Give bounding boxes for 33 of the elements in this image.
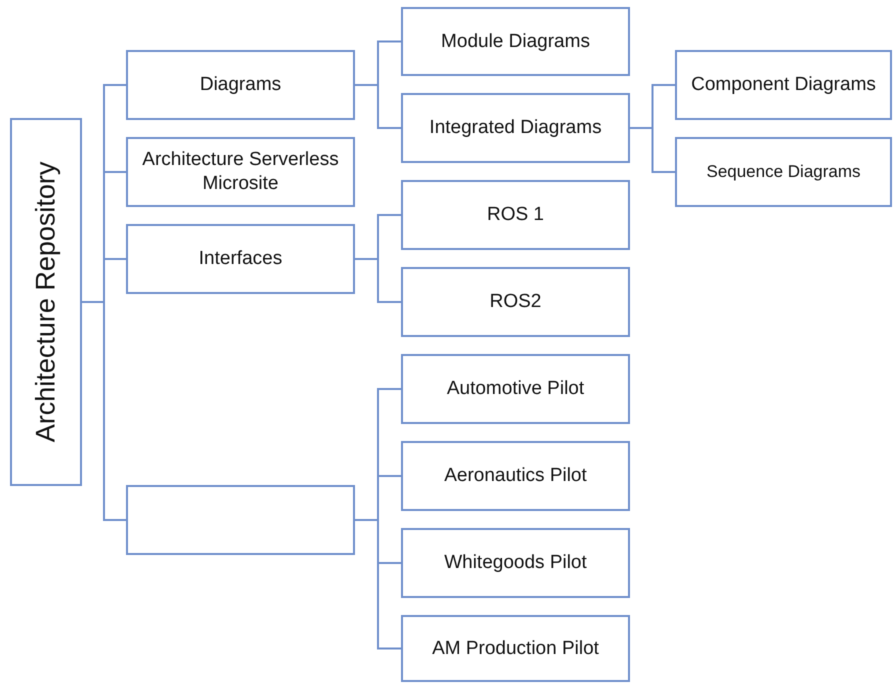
process-box (126, 224, 355, 294)
process-box (401, 7, 630, 76)
node-label: Interfaces (198, 247, 282, 271)
process-box (401, 180, 630, 250)
node-label: Component Diagrams (691, 73, 876, 97)
empty-box (126, 485, 355, 555)
process-box (401, 615, 630, 682)
process-box (401, 93, 630, 163)
process-box (10, 118, 82, 486)
node-label: AM Production Pilot (432, 636, 599, 660)
process-box (675, 137, 892, 207)
node-label: Diagrams (200, 73, 282, 97)
connector (82, 301, 126, 521)
connector (630, 127, 675, 173)
node-label: Sequence Diagrams (706, 161, 861, 183)
process-box (126, 50, 355, 120)
node-label: Module Diagrams (441, 30, 590, 54)
process-box (401, 354, 630, 424)
node-label: Automotive Pilot (446, 377, 584, 401)
node-label: ROS 1 (486, 203, 544, 227)
process-box (401, 267, 630, 337)
node-label: Architecture Serverless Microsite (141, 148, 340, 196)
process-box (126, 137, 355, 207)
connector (355, 258, 401, 303)
node-label: Whitegoods Pilot (444, 551, 587, 575)
node-label: Aeronautics Pilot (444, 464, 587, 488)
process-box (401, 441, 630, 511)
node-label: Architecture Repository (29, 162, 62, 442)
node-label: ROS2 (490, 290, 542, 314)
node-label: Integrated Diagrams (429, 116, 602, 140)
process-box (401, 528, 630, 598)
connector (355, 84, 401, 129)
process-box (675, 50, 892, 120)
